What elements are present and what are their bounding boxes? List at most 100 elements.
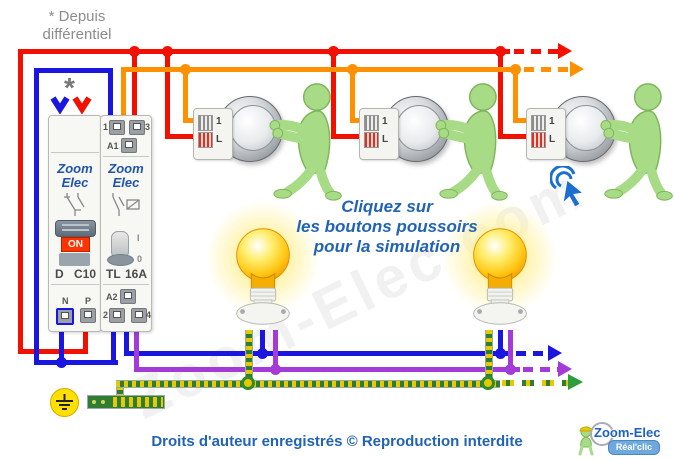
wire-neutral-tl1 xyxy=(108,68,113,120)
junction-phase-pb1 xyxy=(162,46,173,57)
wire-return-lamps xyxy=(134,367,520,372)
pb3-terminal-bottom-icon xyxy=(531,132,546,148)
pb1-terminal-top-label: 1 xyxy=(216,116,222,127)
logo-subtitle: Réal'clic xyxy=(608,440,660,455)
wire-phase-top xyxy=(18,49,510,54)
junction-phase-pb3 xyxy=(495,46,506,57)
tl-type-label: TL xyxy=(106,267,121,281)
note-from-differential: * Depuis différentiel xyxy=(18,8,136,44)
earth-arrow-icon xyxy=(568,374,583,390)
junction-return-lamp2 xyxy=(505,364,516,375)
tl-toggle-base xyxy=(107,254,134,266)
tl-term2 xyxy=(109,308,125,323)
push-button-1-terminals: 1 L xyxy=(193,108,233,160)
tl-term4-label: 4 xyxy=(145,310,151,320)
wire-neutral-continuation xyxy=(516,351,548,356)
click-cursor-icon xyxy=(550,166,585,208)
wire-return-tl4 xyxy=(134,322,139,372)
tl-term1 xyxy=(109,120,125,135)
pb3-terminal-top-icon xyxy=(531,115,546,131)
wire-phase-breaker-p xyxy=(83,322,88,354)
wire-phase-continuation xyxy=(514,49,558,54)
instruction-text: Cliquez sur les boutons poussoirs pour l… xyxy=(250,197,524,257)
wire-orange-a1 xyxy=(121,67,126,141)
wire-orange-pb2-h xyxy=(350,118,366,123)
instruction-line2: les boutons poussoirs xyxy=(296,217,478,236)
note-line1: * Depuis xyxy=(48,8,106,25)
wire-neutral-loop-left xyxy=(34,68,39,365)
tl-termA2 xyxy=(120,289,136,304)
supply-neutral-arrow-icon xyxy=(50,96,70,114)
person-figure-1 xyxy=(268,82,354,202)
neutral-arrow-icon xyxy=(548,345,562,361)
earth-busbar xyxy=(87,395,165,409)
logo-name: Zoom-Elec xyxy=(594,425,661,440)
junction-phase-tl3 xyxy=(129,46,140,57)
junction-orange-pb2 xyxy=(347,64,358,75)
wire-phase-bottom xyxy=(18,349,88,354)
wire-phase-pb2-h xyxy=(331,134,365,139)
junction-phase-pb2 xyxy=(328,46,339,57)
copyright-text: Droits d'auteur enregistrés © Reproducti… xyxy=(151,433,523,450)
wire-phase-left xyxy=(18,49,23,354)
breaker-brand-line1: Zoom xyxy=(57,161,93,176)
pb2-terminal-top-label: 1 xyxy=(382,116,388,127)
breaker-brand-line2: Elec xyxy=(61,175,89,190)
wire-return-lamp1 xyxy=(273,330,278,372)
pb2-terminal-top-icon xyxy=(364,115,379,131)
pb1-terminal-bottom-icon xyxy=(198,132,213,148)
pb3-terminal-bottom-label: L xyxy=(549,134,556,145)
push-button-2-terminals: 1 L xyxy=(359,108,399,160)
wire-phase-pb2-v xyxy=(331,49,336,139)
wire-return-lamp2 xyxy=(508,330,513,372)
wire-orange-pb1-h xyxy=(183,118,199,123)
wire-neutral-lamps xyxy=(124,351,513,356)
phase-arrow-icon xyxy=(558,43,572,59)
tl-termA1 xyxy=(121,138,137,153)
junction-neutral-lamp2 xyxy=(495,348,506,359)
breaker-handle[interactable] xyxy=(55,220,96,237)
person-figure-3 xyxy=(599,82,674,202)
pb2-terminal-bottom-label: L xyxy=(382,134,389,145)
breaker-lower-block xyxy=(59,253,90,266)
junction-orange-pb1 xyxy=(180,64,191,75)
wire-orange-top xyxy=(121,67,518,72)
tl-symbol-icon xyxy=(112,193,140,216)
wire-orange-pb2-v xyxy=(350,67,355,123)
supply-phase-arrow-icon xyxy=(72,96,92,114)
wire-earth-stub xyxy=(116,384,124,398)
tl-rating-label: 16A xyxy=(124,267,147,281)
junction-earth-lamp1 xyxy=(241,376,255,390)
wire-phase-tl3 xyxy=(132,49,137,121)
instruction-line1: Cliquez sur xyxy=(341,197,433,216)
tl-brand-line2: Elec xyxy=(112,175,140,190)
logo-worker-icon xyxy=(578,426,594,456)
wire-earth-lamp2 xyxy=(485,330,493,382)
breaker-on-badge: ON xyxy=(61,237,90,252)
push-button-1[interactable]: 1 L xyxy=(193,96,305,186)
breaker-symbol-icon xyxy=(64,193,85,216)
junction-return-lamp1 xyxy=(270,364,281,375)
pb1-terminal-top-icon xyxy=(198,115,213,131)
circuit-breaker: Zoom Elec ON D C10 N P xyxy=(48,115,102,332)
junction-earth-lamp2 xyxy=(481,376,495,390)
wire-phase-pb1-h xyxy=(165,134,199,139)
wire-earth-main xyxy=(116,380,500,388)
breaker-term-n xyxy=(56,308,74,325)
tl-term1-label: 1 xyxy=(103,122,109,132)
pb3-terminal-top-label: 1 xyxy=(549,116,555,127)
wire-phase-pb1-v xyxy=(165,49,170,139)
wire-neutral-tl2 xyxy=(111,318,116,365)
tl-term3-label: 3 xyxy=(144,122,150,132)
breaker-type-label: D xyxy=(55,267,64,281)
wire-orange-pb3-v xyxy=(513,67,518,123)
orange-arrow-icon xyxy=(570,61,584,77)
wire-neutral-bottom-left xyxy=(34,360,118,365)
breaker-rating-label: C10 xyxy=(73,267,96,281)
tl-pos-on-label: I xyxy=(137,233,140,243)
breaker-term-p xyxy=(80,308,96,323)
note-line2: différentiel xyxy=(42,26,112,43)
telerupteur: 1 3 A1 Zoom Elec I 0 TL 16A A2 2 4 xyxy=(100,115,152,332)
wire-neutral-lamp2 xyxy=(498,330,503,356)
